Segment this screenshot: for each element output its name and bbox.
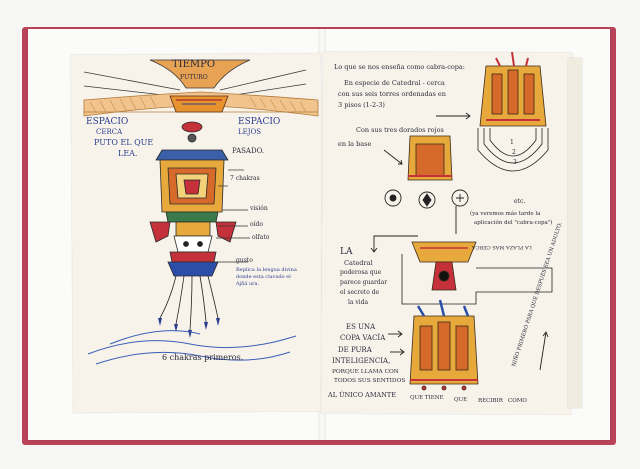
label-poderosa: poderosa que (340, 269, 382, 276)
right-line-1: Lo que se nos enseña como cabra-copa: (334, 63, 465, 71)
note-ya-veremos: (ya veremos más tarde la (470, 211, 541, 217)
right-line-5: Con sus tres dorados rojos (356, 126, 444, 134)
top-crown-drawing (169, 95, 229, 113)
label-vision: visión (250, 205, 268, 212)
label-etc: etc. (514, 198, 526, 205)
label-como: COMO (508, 398, 527, 404)
label-tiempo: TIEMPO (172, 59, 216, 70)
hanging-tendrils-drawing (159, 275, 219, 331)
label-parece-guardar: parece guardar (340, 279, 388, 286)
right-line-4: 3 pisos (1-2-3) (338, 101, 385, 109)
cathedral-bottom-drawing (409, 299, 479, 391)
upside-down-text: LA PLAZA MÁS CERCA (472, 244, 532, 250)
label-futuro: FUTURO (180, 74, 208, 81)
blue-wave-drawing (87, 330, 297, 365)
label-puto-el-que: PUTO EL QUE (94, 138, 154, 147)
label-espacio-left: ESPACIO (86, 117, 129, 127)
middle-cathedral-drawing (401, 241, 553, 305)
label-es-una: ES UNA (346, 323, 376, 331)
label-catedral: Catedral (344, 259, 373, 267)
label-de-pura: DE PURA (338, 346, 372, 354)
label-la-vida: la vida (348, 299, 369, 306)
note-line-2: donde esta clavado el (236, 274, 291, 280)
label-recibir: RECIBIR (478, 398, 503, 404)
right-line-3: con sus seis torres ordenadas en (338, 90, 446, 98)
hatch-lines (89, 95, 307, 113)
note-aplicacion: aplicación del "cabra-copa") (474, 220, 553, 226)
vessel-drawing (407, 135, 453, 181)
note-line-1: Replica la lengua divina (236, 267, 297, 273)
diagram-number-1: 1 (510, 139, 514, 146)
u-shape-diagram (477, 128, 549, 172)
tendril-drops (158, 318, 220, 338)
label-pointer-lines (212, 169, 250, 263)
note-line-3: Ajñä ura. (236, 281, 260, 287)
arrows (370, 112, 549, 371)
label-todos-sus: TODOS SUS SENTIDOS (334, 378, 406, 384)
diagram-number-2: 2 (512, 149, 516, 156)
page-edge-stack (568, 58, 582, 408)
label-lea: LEA. (118, 149, 138, 158)
label-chakras: 7 chakras (230, 175, 260, 182)
label-olfato: olfato (252, 234, 270, 241)
label-copa-vacia: COPA VACÍA (340, 334, 386, 342)
right-line-6: en la base (338, 140, 372, 148)
label-que: QUE (454, 397, 468, 403)
label-cerca: CERCA (96, 128, 123, 136)
label-oido: oído (250, 221, 263, 228)
label-la: LA (340, 247, 353, 257)
chakra-column-drawing (149, 121, 237, 277)
label-inteligencia: INTELIGENCIA, (332, 357, 391, 365)
label-lejos: LEJOS (238, 128, 262, 136)
label-al-unico: AL ÚNICO AMANTE (328, 391, 396, 399)
three-circle-symbols (384, 189, 469, 209)
cathedral-top-drawing (479, 51, 547, 127)
label-pasado: PASADO. (232, 147, 265, 155)
label-porque-llama: PORQUE LLAMA CON (332, 369, 399, 375)
diagram-number-3: 3 (513, 159, 517, 166)
label-secreto: el secreto de (340, 289, 380, 296)
label-chakras-primeros: 6 chakras primeros. (162, 353, 244, 362)
label-gusto: gusto (236, 257, 253, 264)
label-que-tiene: QUE TIENE (410, 395, 444, 401)
label-espacio-right: ESPACIO (238, 117, 281, 127)
right-line-2: En especie de Catedral - cerca (344, 79, 445, 87)
